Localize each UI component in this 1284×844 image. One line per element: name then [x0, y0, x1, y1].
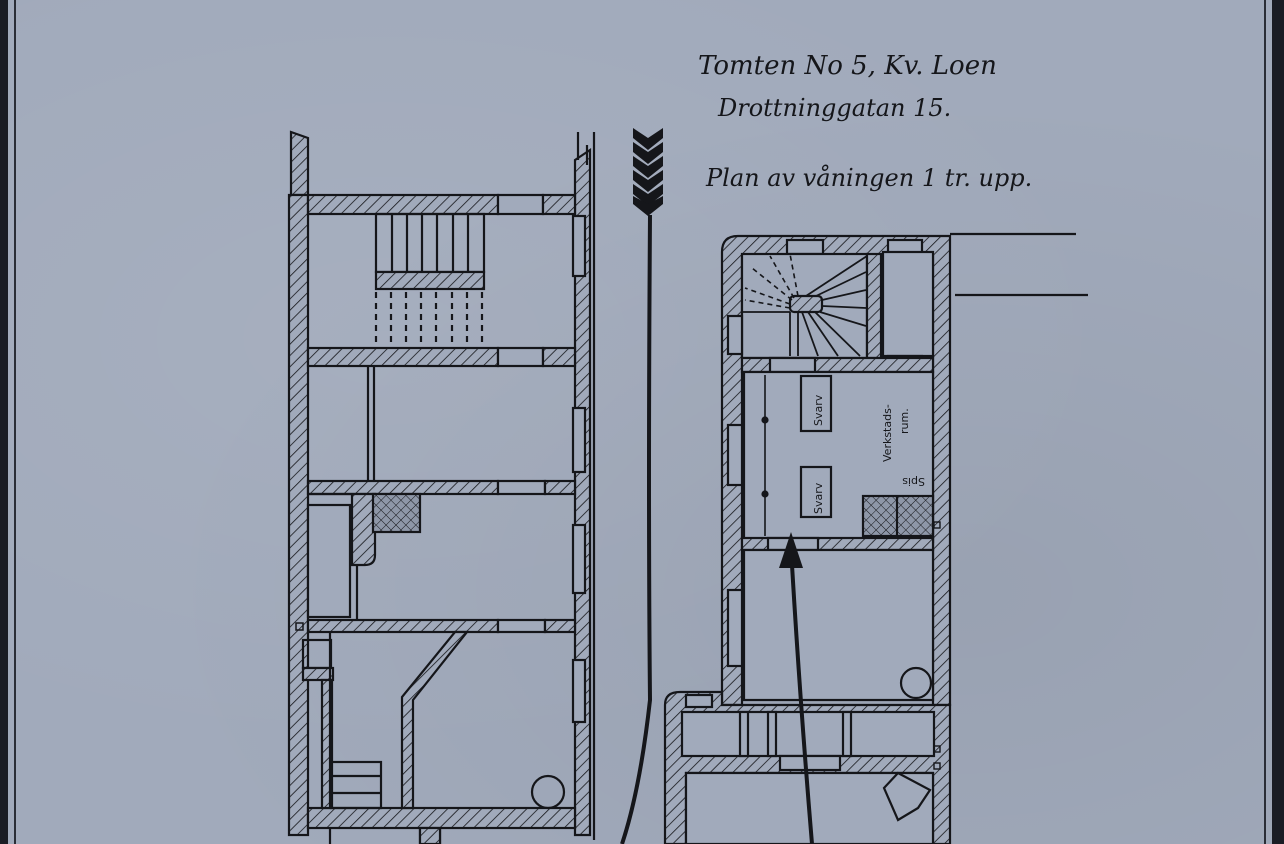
- workshop-room: [742, 370, 941, 544]
- stair-flight: [374, 212, 486, 346]
- stove-circle: [530, 774, 566, 810]
- title-street-address: Drottninggatan 15.: [717, 94, 951, 122]
- arrow-up-icon: [779, 532, 814, 844]
- scan-edge-right: [1272, 0, 1284, 844]
- label-svarv-1: Svarv: [812, 394, 825, 426]
- small-stair: [329, 760, 383, 810]
- lathe-1: [799, 374, 833, 433]
- fletched-arrow-icon: [620, 128, 663, 844]
- spiral-stair: [740, 252, 871, 360]
- label-verkstadsrum-line1: Verkstads-: [881, 404, 894, 462]
- frame-rule-right: [1264, 0, 1266, 844]
- title-floor-plan: Plan av våningen 1 tr. upp.: [705, 163, 1032, 192]
- scan-edge-left: [0, 0, 8, 844]
- label-spis: Spis: [902, 475, 925, 488]
- label-verkstadsrum-line2: rum.: [898, 408, 911, 434]
- chimney-stack: [371, 492, 422, 534]
- left-building: [287, 130, 596, 844]
- right-building: [663, 232, 1088, 844]
- frame-rule-left: [14, 0, 16, 844]
- lathe-2: [799, 465, 833, 519]
- label-svarv-2: Svarv: [812, 482, 825, 514]
- title-lot-number: Tomten No 5, Kv. Loen: [698, 51, 997, 81]
